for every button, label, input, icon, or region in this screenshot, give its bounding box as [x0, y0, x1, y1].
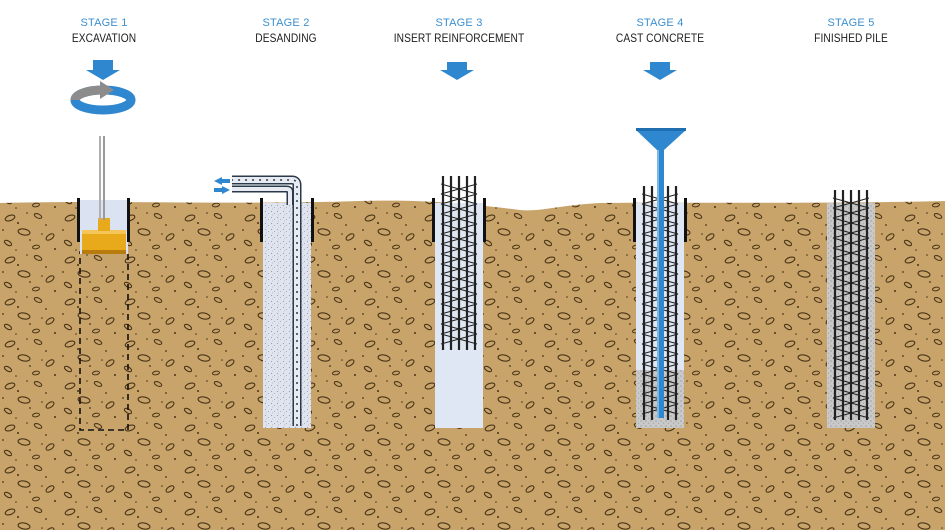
stage-1-number: STAGE 1 — [80, 17, 128, 29]
stage-2-desanding-illustration — [214, 175, 314, 428]
down-arrow-icon — [440, 62, 474, 80]
stage-4-number: STAGE 4 — [636, 17, 684, 29]
tremie-hopper — [636, 130, 686, 150]
left-arrow-icon — [214, 177, 230, 185]
down-arrow-icon — [643, 62, 677, 80]
stage-4-cast-concrete-illustration — [633, 62, 687, 428]
kelly-bar — [99, 136, 101, 220]
casing-left — [77, 198, 80, 242]
rotation-arrow-icon — [70, 81, 136, 115]
stage-2-name: DESANDING — [255, 31, 317, 45]
stage-5-name: FINISHED PILE — [814, 31, 888, 45]
stage-1-name: EXCAVATION — [71, 31, 137, 45]
stage-3-insert-reinforcement-illustration — [432, 62, 486, 428]
stage-3-name: INSERT REINFORCEMENT — [393, 31, 525, 45]
stage-5-finished-pile-illustration — [827, 190, 875, 428]
stage-1-excavation-illustration — [70, 60, 136, 431]
right-arrow-icon — [214, 186, 230, 194]
down-arrow-icon — [86, 60, 120, 80]
stage-5-number: STAGE 5 — [827, 17, 875, 29]
stage-3-number: STAGE 3 — [435, 17, 483, 29]
casing-right — [127, 198, 130, 242]
stage-4-name: CAST CONCRETE — [615, 31, 705, 45]
tremie-pipe — [657, 150, 664, 418]
stage-2-number: STAGE 2 — [262, 17, 310, 29]
